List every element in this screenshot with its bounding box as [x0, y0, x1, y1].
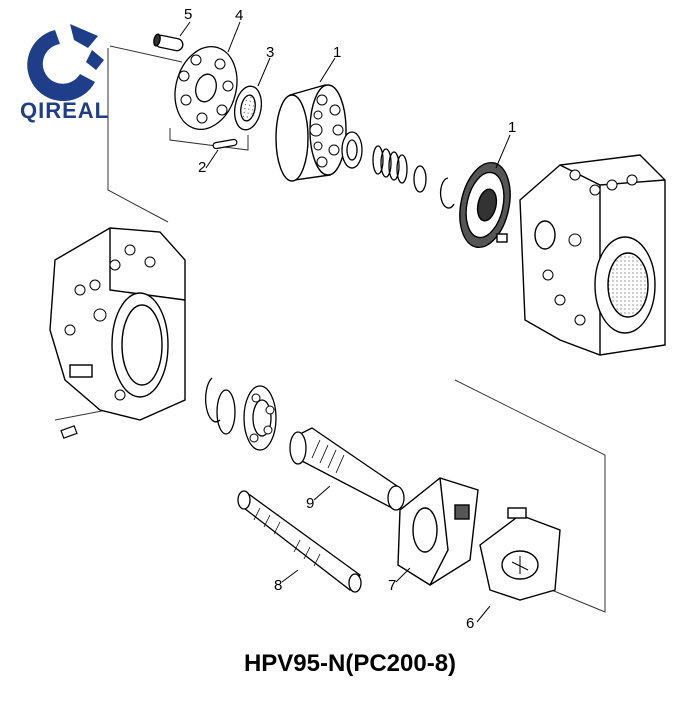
part-4-valve-plate — [174, 46, 238, 130]
spring-and-rings — [341, 131, 455, 209]
part-7-swashplate — [397, 477, 479, 586]
part-1-cylinder-block — [275, 84, 347, 182]
callout-6: 6 — [466, 615, 474, 632]
part-3-bearing — [233, 85, 263, 131]
part-2-pin — [212, 138, 238, 150]
brand-logo-icon — [27, 24, 104, 102]
part-9-shaft — [289, 427, 405, 511]
callout-5: 5 — [184, 6, 192, 23]
lower-rings — [205, 377, 277, 451]
diagram-caption: HPV95-N(PC200-8) — [243, 650, 457, 677]
callout-3: 3 — [266, 44, 274, 61]
part-6-cradle — [479, 507, 561, 601]
callout-2: 2 — [198, 159, 206, 176]
callout-7: 7 — [388, 577, 396, 594]
part-1-valve-disc — [459, 161, 511, 249]
callout-9: 9 — [306, 495, 314, 512]
callout-8: 8 — [274, 577, 282, 594]
callout-1-cylinder: 1 — [333, 44, 341, 61]
guide-lines — [54, 45, 606, 613]
part-5-pin — [153, 33, 184, 52]
brand-logo-text: QIREAL — [20, 98, 110, 123]
callout-1-disc: 1 — [508, 119, 516, 136]
callout-4: 4 — [235, 7, 243, 24]
part-8-shaft — [237, 490, 362, 593]
callout-leaders — [179, 21, 511, 623]
bolt — [60, 425, 78, 439]
pump-housing-left — [49, 227, 186, 421]
pump-housing-right — [519, 154, 666, 356]
